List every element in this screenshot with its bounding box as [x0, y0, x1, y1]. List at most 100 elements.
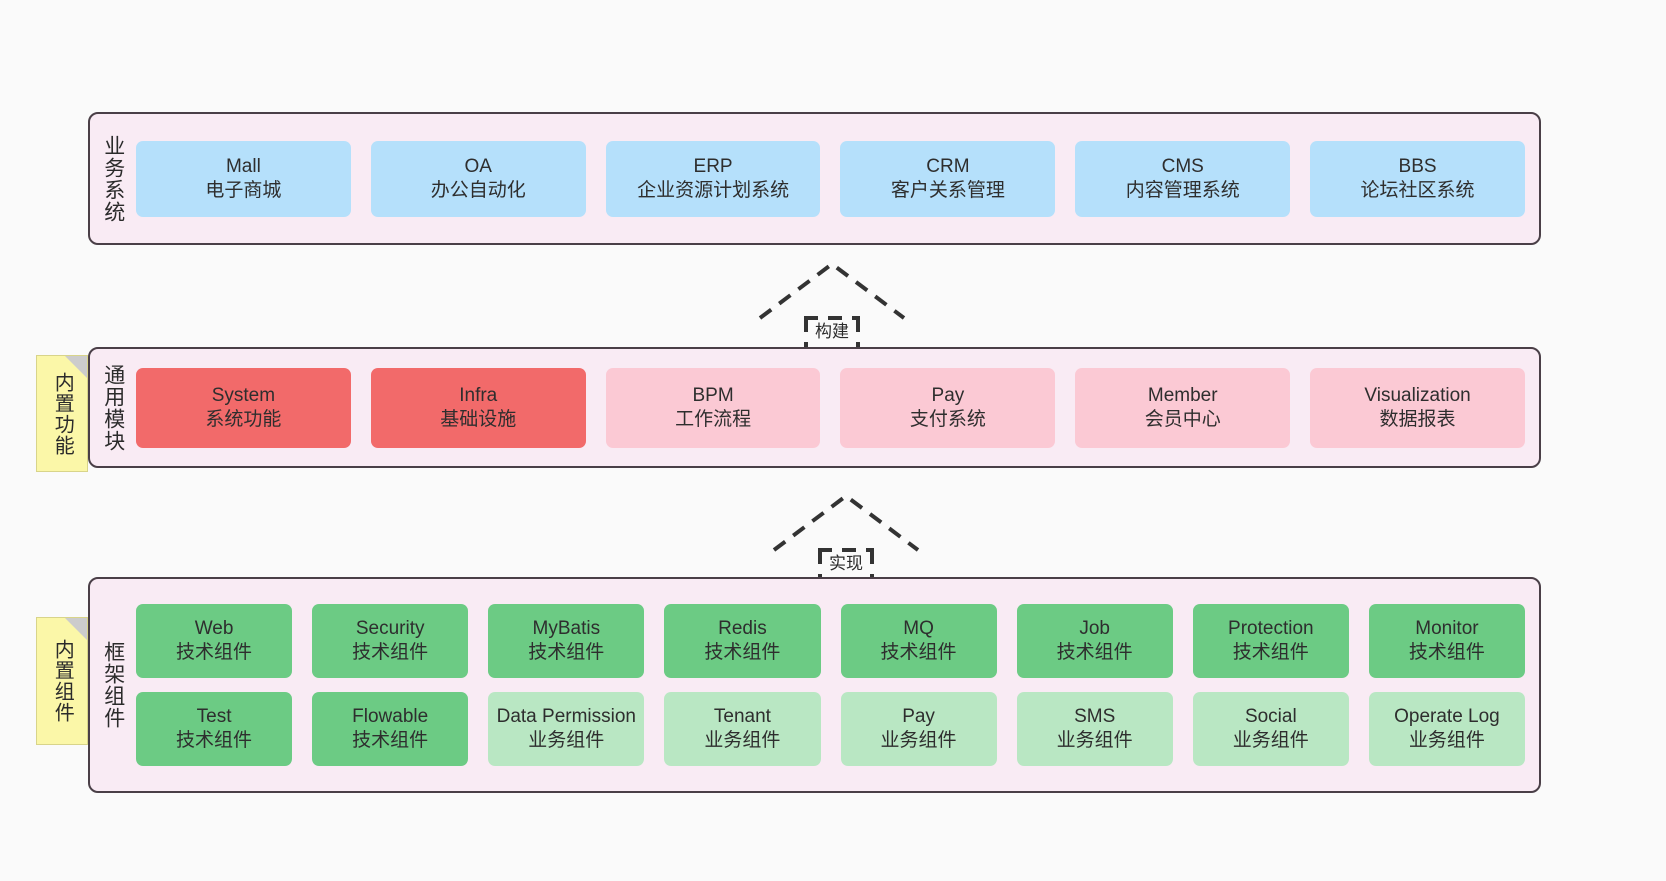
node-subtitle: 系统功能	[205, 408, 282, 430]
node-subtitle: 技术组件	[528, 642, 605, 663]
node-row: Test 技术组件 Flowable 技术组件 Data Permission …	[136, 692, 1525, 766]
node-bpm[interactable]: BPM 工作流程	[605, 367, 821, 448]
node-title: BPM	[692, 384, 734, 406]
node-row: System 系统功能 Infra 基础设施 BPM 工作流程 Pay 支付系统…	[136, 367, 1525, 448]
node-subtitle: 技术组件	[1232, 642, 1309, 663]
note-builtin-components: 内置组件	[36, 617, 88, 745]
node-subtitle: 数据报表	[1379, 408, 1456, 430]
node-operate-log[interactable]: Operate Log 业务组件	[1368, 692, 1525, 766]
node-subtitle: 业务组件	[1408, 730, 1485, 751]
layer-body-framework-components: Web 技术组件 Security 技术组件 MyBatis 技术组件 Redi…	[136, 579, 1539, 791]
node-subtitle: 技术组件	[880, 642, 957, 663]
node-redis[interactable]: Redis 技术组件	[664, 604, 821, 678]
node-mq[interactable]: MQ 技术组件	[840, 604, 997, 678]
connector-build: 构建	[752, 258, 912, 348]
node-title: Infra	[459, 384, 498, 406]
node-security[interactable]: Security 技术组件	[312, 604, 469, 678]
node-title: Mall	[225, 155, 261, 177]
layer-common-modules: 通用模块 System 系统功能 Infra 基础设施 BPM 工作流程 Pay…	[88, 347, 1541, 468]
node-title: CRM	[926, 155, 970, 177]
node-subtitle: 技术组件	[176, 730, 253, 751]
node-subtitle: 业务组件	[528, 730, 605, 751]
node-subtitle: 工作流程	[675, 408, 752, 430]
node-subtitle: 技术组件	[352, 642, 429, 663]
layer-framework-components: 框架组件 Web 技术组件 Security 技术组件 MyBatis 技术组件…	[88, 577, 1541, 793]
node-title: Protection	[1228, 618, 1314, 640]
node-title: MyBatis	[532, 618, 601, 640]
layer-label-framework-components: 框架组件	[101, 641, 125, 729]
node-tenant[interactable]: Tenant 业务组件	[664, 692, 821, 766]
node-web[interactable]: Web 技术组件	[136, 604, 293, 678]
node-subtitle: 业务组件	[1232, 730, 1309, 751]
node-subtitle: 业务组件	[1056, 730, 1133, 751]
node-member[interactable]: Member 会员中心	[1075, 367, 1291, 448]
node-title: SMS	[1074, 706, 1116, 728]
layer-label-business-systems: 业务系统	[101, 134, 125, 223]
layer-body-business-systems: Mall 电子商城 OA 办公自动化 ERP 企业资源计划系统 CRM 客户关系…	[136, 114, 1539, 243]
node-data-permission[interactable]: Data Permission 业务组件	[488, 692, 645, 766]
layer-label-common-modules: 通用模块	[101, 363, 125, 452]
node-bbs[interactable]: BBS 论坛社区系统	[1310, 140, 1525, 217]
node-oa[interactable]: OA 办公自动化	[370, 140, 586, 217]
node-subtitle: 技术组件	[176, 642, 253, 663]
node-subtitle: 论坛社区系统	[1360, 179, 1475, 201]
node-title: Web	[194, 618, 234, 640]
node-title: MQ	[903, 618, 934, 640]
node-title: Pay	[931, 384, 965, 406]
note-fold-icon	[65, 618, 87, 640]
node-flowable[interactable]: Flowable 技术组件	[312, 692, 469, 766]
node-subtitle: 业务组件	[704, 730, 781, 751]
node-job[interactable]: Job 技术组件	[1016, 604, 1173, 678]
node-cms[interactable]: CMS 内容管理系统	[1075, 140, 1291, 217]
node-title: BBS	[1398, 155, 1437, 177]
note-label: 内置组件	[51, 639, 74, 723]
node-title: Visualization	[1364, 384, 1471, 406]
node-title: Social	[1244, 706, 1297, 728]
node-test[interactable]: Test 技术组件	[136, 692, 293, 766]
node-mybatis[interactable]: MyBatis 技术组件	[488, 604, 645, 678]
node-title: Redis	[718, 618, 767, 640]
node-subtitle: 会员中心	[1144, 408, 1221, 430]
node-infra[interactable]: Infra 基础设施	[370, 367, 586, 448]
node-subtitle: 技术组件	[704, 642, 781, 663]
node-title: ERP	[693, 155, 733, 177]
node-title: Tenant	[713, 706, 771, 728]
node-title: OA	[464, 155, 492, 177]
node-row: Mall 电子商城 OA 办公自动化 ERP 企业资源计划系统 CRM 客户关系…	[136, 140, 1525, 217]
node-pay-component[interactable]: Pay 业务组件	[840, 692, 997, 766]
node-subtitle: 业务组件	[880, 730, 957, 751]
node-mall[interactable]: Mall 电子商城	[136, 140, 351, 217]
connector-realize: 实现	[766, 490, 926, 580]
node-title: Operate Log	[1394, 706, 1500, 728]
note-label: 内置功能	[51, 371, 74, 456]
node-crm[interactable]: CRM 客户关系管理	[840, 140, 1056, 217]
node-title: CMS	[1161, 155, 1204, 177]
node-social[interactable]: Social 业务组件	[1192, 692, 1349, 766]
node-title: Security	[355, 618, 425, 640]
arrow-head-dashed	[758, 261, 906, 320]
layer-business-systems: 业务系统 Mall 电子商城 OA 办公自动化 ERP 企业资源计划系统 CRM…	[88, 112, 1541, 245]
connector-label-build: 构建	[815, 322, 849, 341]
node-title: Member	[1147, 384, 1218, 406]
node-system[interactable]: System 系统功能	[136, 367, 351, 448]
node-erp[interactable]: ERP 企业资源计划系统	[605, 140, 821, 217]
node-subtitle: 技术组件	[352, 730, 429, 751]
node-subtitle: 电子商城	[205, 179, 282, 201]
arrow-head-dashed	[772, 493, 920, 552]
node-title: System	[211, 384, 276, 406]
node-subtitle: 客户关系管理	[890, 179, 1005, 201]
note-builtin-features: 内置功能	[36, 355, 88, 472]
node-subtitle: 技术组件	[1056, 642, 1133, 663]
node-protection[interactable]: Protection 技术组件	[1192, 604, 1349, 678]
layer-body-common-modules: System 系统功能 Infra 基础设施 BPM 工作流程 Pay 支付系统…	[136, 349, 1539, 466]
node-subtitle: 办公自动化	[430, 179, 526, 201]
node-monitor[interactable]: Monitor 技术组件	[1368, 604, 1525, 678]
node-title: Flowable	[352, 706, 429, 728]
node-sms[interactable]: SMS 业务组件	[1016, 692, 1173, 766]
node-visualization[interactable]: Visualization 数据报表	[1310, 367, 1525, 448]
node-row: Web 技术组件 Security 技术组件 MyBatis 技术组件 Redi…	[136, 604, 1525, 678]
node-subtitle: 技术组件	[1408, 642, 1485, 663]
node-pay-module[interactable]: Pay 支付系统	[840, 367, 1056, 448]
connector-label-realize: 实现	[829, 554, 863, 573]
